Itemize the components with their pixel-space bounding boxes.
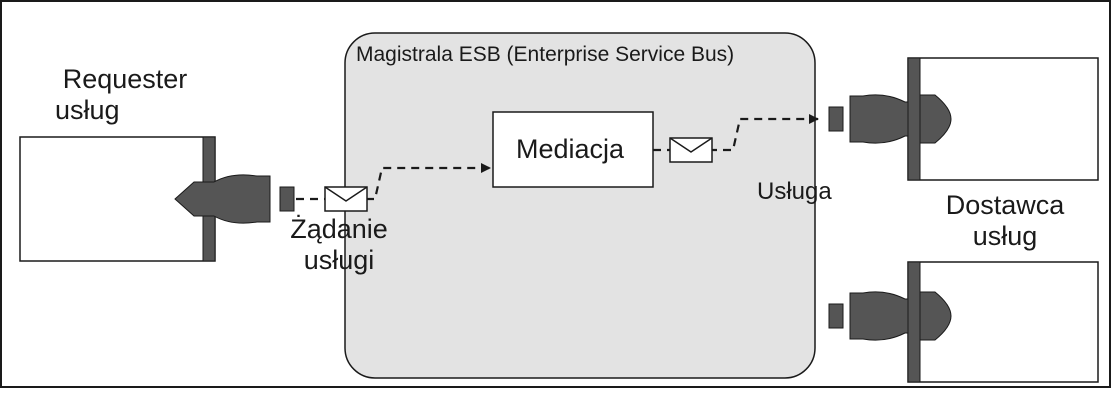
envelope-icon xyxy=(669,137,713,163)
provider-plug xyxy=(828,303,844,329)
request-label-line2: usługi xyxy=(303,245,375,276)
provider-box xyxy=(907,57,1099,181)
envelope-icon xyxy=(324,186,368,212)
mediation-box xyxy=(492,111,654,188)
provider-connector xyxy=(849,94,909,144)
provider-label-line1: Dostawca xyxy=(945,190,1065,220)
provider-label: Dostawca usług xyxy=(930,190,1080,252)
requester-plug xyxy=(279,186,295,212)
requester-label-line1: Requester xyxy=(62,64,188,94)
service-label: Usługa xyxy=(757,178,832,205)
provider-label-line2: usług xyxy=(972,221,1038,252)
mediation-label: Mediacja xyxy=(516,134,625,164)
request-label: Żądanie usługi xyxy=(283,214,395,276)
provider-connector xyxy=(849,291,909,341)
requester-label: Requester usług xyxy=(50,64,200,126)
provider-box xyxy=(907,261,1099,383)
request-label-line1: Żądanie xyxy=(290,214,388,244)
provider-plug xyxy=(828,106,844,132)
esb-bus xyxy=(344,32,816,379)
requester-label-line2: usług xyxy=(55,95,120,126)
requester-connector xyxy=(174,174,271,224)
bus-title: Magistrala ESB (Enterprise Service Bus) xyxy=(356,43,735,66)
